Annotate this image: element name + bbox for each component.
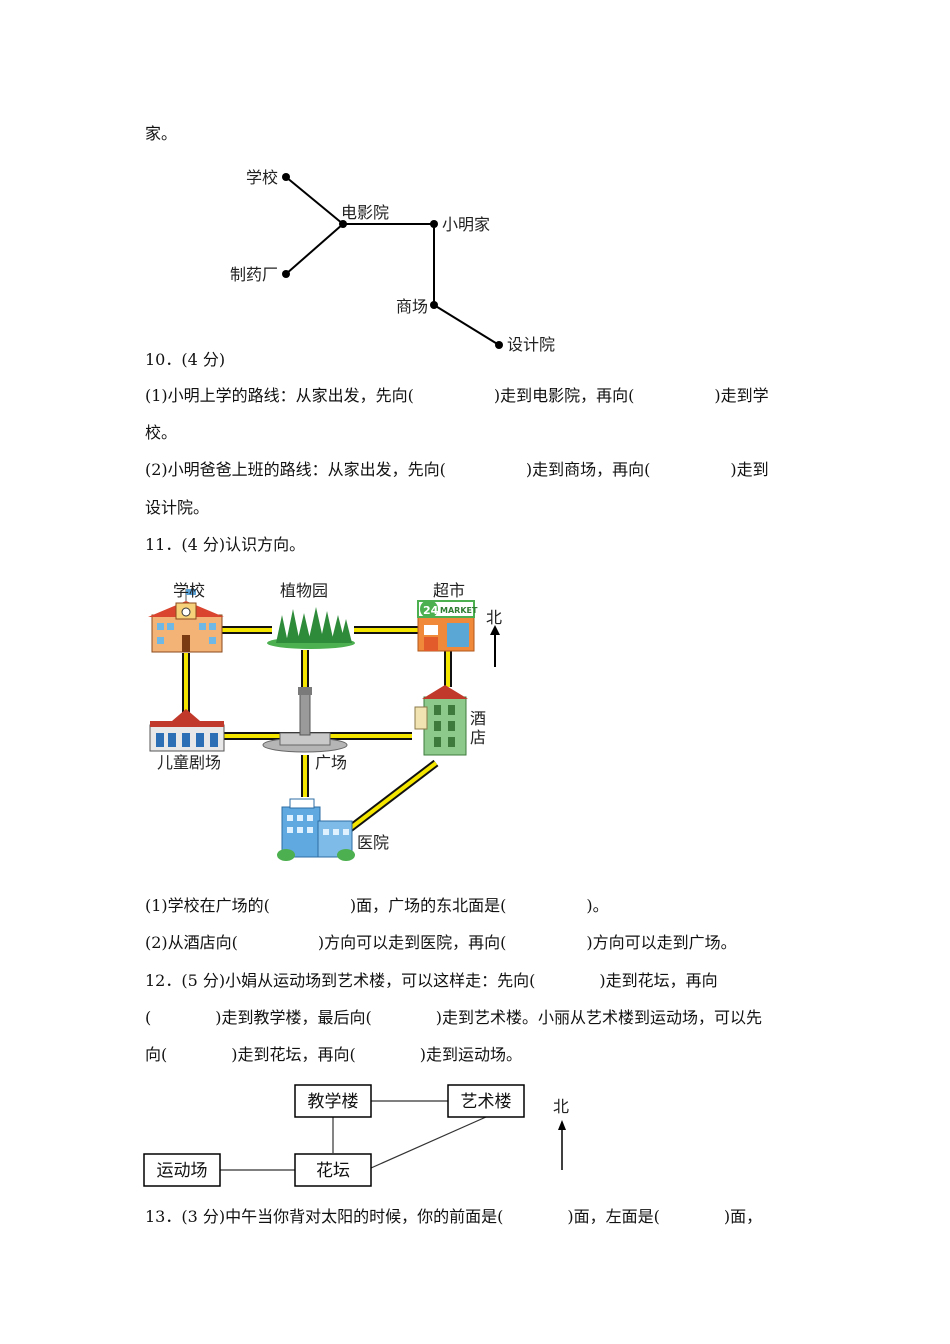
label-art: 艺术楼 (461, 1092, 512, 1112)
label-pharma: 制药厂 (230, 265, 278, 284)
supermarket-icon: 24 MARKET (417, 600, 478, 652)
box-art (447, 1084, 525, 1118)
node-pharma (282, 270, 290, 278)
label-school: 学校 (173, 581, 205, 600)
label-north: 北 (553, 1097, 569, 1116)
q12-line3: 向( )走到花坛，再向( )走到运动场。 (145, 1045, 522, 1064)
q10-route-map: 学校 电影院 小明家 制药厂 商场 设计院 (230, 168, 555, 354)
theater-icon (149, 709, 225, 752)
node-design (495, 341, 503, 349)
q10-part2-line1: (2)小明爸爸上班的路线：从家出发，先向( )走到商场，再向( )走到 (145, 460, 769, 479)
label-hotel-1: 酒 (470, 709, 486, 728)
label-sports: 运动场 (157, 1161, 208, 1181)
label-cinema: 电影院 (341, 203, 389, 222)
north-arrow-icon (558, 1120, 566, 1170)
node-cinema (339, 220, 347, 228)
q11-part1: (1)学校在广场的( )面，广场的东北面是( )。 (145, 896, 609, 915)
text-fragment: 家。 (145, 124, 178, 143)
node-mall (430, 301, 438, 309)
node-school (282, 173, 290, 181)
q12-campus-map: 教学楼 艺术楼 运动场 花坛 北 (143, 1084, 569, 1187)
label-teaching: 教学楼 (308, 1092, 359, 1112)
q10-part1-line1: (1)小明上学的路线：从家出发，先向( )走到电影院，再向( )走到学 (145, 386, 769, 405)
market-text: MARKET (440, 606, 478, 615)
q12-line2: ( )走到教学楼，最后向( )走到艺术楼。小丽从艺术楼到运动场，可以先 (145, 1008, 762, 1027)
q11-part2: (2)从酒店向( )方向可以走到医院，再向( )方向可以走到广场。 (145, 933, 737, 952)
label-hospital: 医院 (357, 833, 389, 852)
garden-trees-icon (267, 607, 355, 649)
q10-part2-line2: 设计院。 (145, 498, 210, 517)
label-school: 学校 (246, 168, 278, 187)
label-flower: 花坛 (316, 1161, 350, 1181)
label-north: 北 (486, 608, 502, 627)
hotel-icon (414, 685, 468, 756)
north-arrow-icon (490, 625, 500, 667)
label-mall: 商场 (396, 297, 428, 316)
school-icon (148, 589, 224, 653)
box-flower (294, 1153, 372, 1187)
label-design: 设计院 (507, 335, 555, 354)
label-supermarket: 超市 (433, 581, 465, 600)
q11-direction-map: 24 MARKET 学校 植物园 超 (148, 581, 502, 861)
node-home (430, 220, 438, 228)
market-24: 24 (423, 604, 439, 617)
q10-title: 10．(4 分) (145, 350, 226, 369)
label-square: 广场 (315, 753, 347, 772)
label-home: 小明家 (442, 215, 490, 234)
square-monument-icon (262, 687, 348, 753)
q12-line1: 12．(5 分)小娟从运动场到艺术楼，可以这样走：先向( )走到花坛，再向 (145, 971, 718, 990)
label-garden: 植物园 (280, 581, 328, 600)
box-teaching (294, 1084, 372, 1118)
hospital-icon (277, 798, 355, 861)
label-hotel-2: 店 (470, 728, 486, 747)
roads (182, 626, 452, 834)
label-theater: 儿童剧场 (157, 753, 221, 772)
q13-line1: 13．(3 分)中午当你背对太阳的时候，你的前面是( )面，左面是( )面， (145, 1207, 763, 1226)
box-sports (143, 1153, 221, 1187)
q10-part1-line2: 校。 (145, 423, 178, 442)
q11-title: 11．(4 分)认识方向。 (145, 535, 306, 554)
